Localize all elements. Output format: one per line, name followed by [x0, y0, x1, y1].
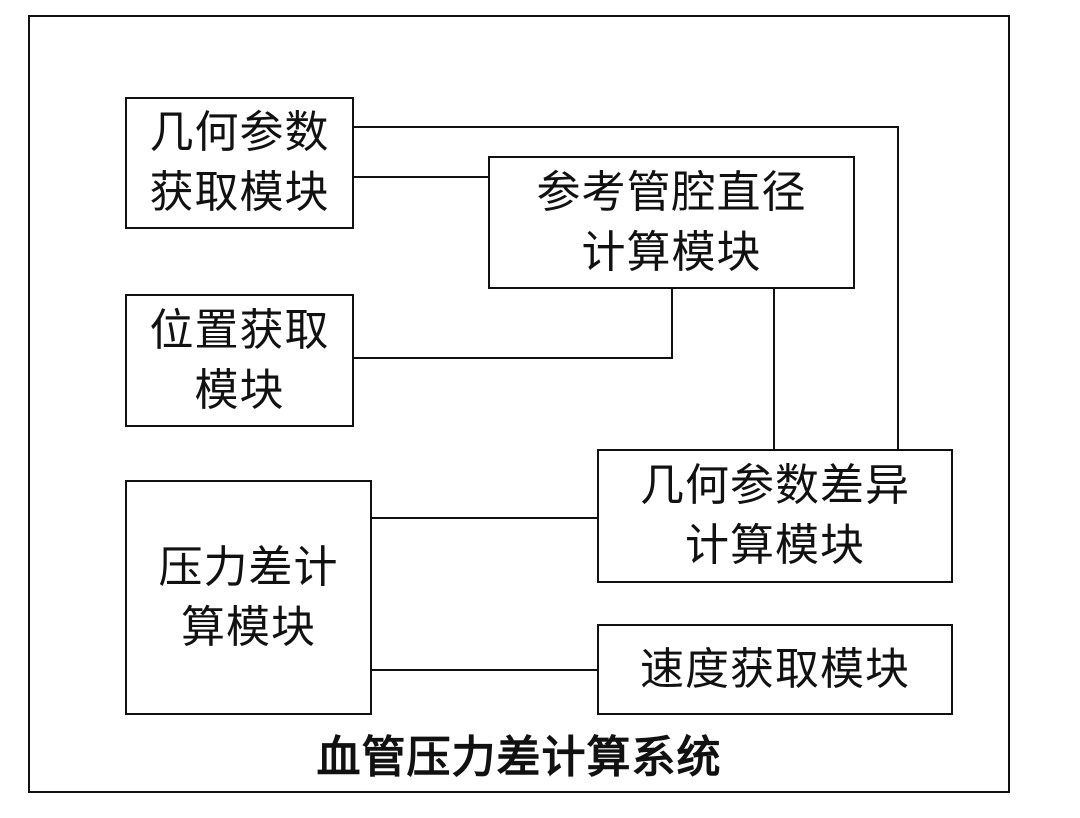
connector-position-to-reference-v — [671, 287, 673, 359]
system-frame — [28, 15, 1010, 793]
connector-pressure-to-diff — [370, 517, 599, 519]
pressure-difference-module-label: 压力差计 算模块 — [158, 541, 339, 653]
system-title: 血管压力差计算系统 — [316, 732, 722, 783]
velocity-module-label: 速度获取模块 — [640, 643, 910, 695]
connector-pressure-to-velocity — [370, 669, 599, 671]
geometry-difference-module: 几何参数差异 计算模块 — [597, 449, 953, 583]
reference-lumen-diameter-module-label: 参考管腔直径 计算模块 — [536, 166, 807, 278]
geometry-parameter-module-label: 几何参数 获取模块 — [149, 107, 330, 218]
connector-geometry-to-diff-v — [897, 126, 899, 451]
position-module-label: 位置获取 模块 — [149, 304, 330, 416]
pressure-difference-module: 压力差计 算模块 — [125, 480, 372, 715]
connector-position-to-reference-h — [352, 357, 673, 359]
position-module: 位置获取 模块 — [125, 294, 354, 427]
reference-lumen-diameter-module: 参考管腔直径 计算模块 — [488, 156, 855, 289]
geometry-difference-module-label: 几何参数差异 计算模块 — [640, 460, 910, 571]
connector-geometry-to-reference — [352, 176, 490, 178]
connector-geometry-to-diff-h — [352, 126, 899, 128]
geometry-parameter-module: 几何参数 获取模块 — [125, 97, 354, 229]
connector-reference-to-diff — [773, 287, 775, 451]
velocity-module: 速度获取模块 — [597, 624, 953, 715]
